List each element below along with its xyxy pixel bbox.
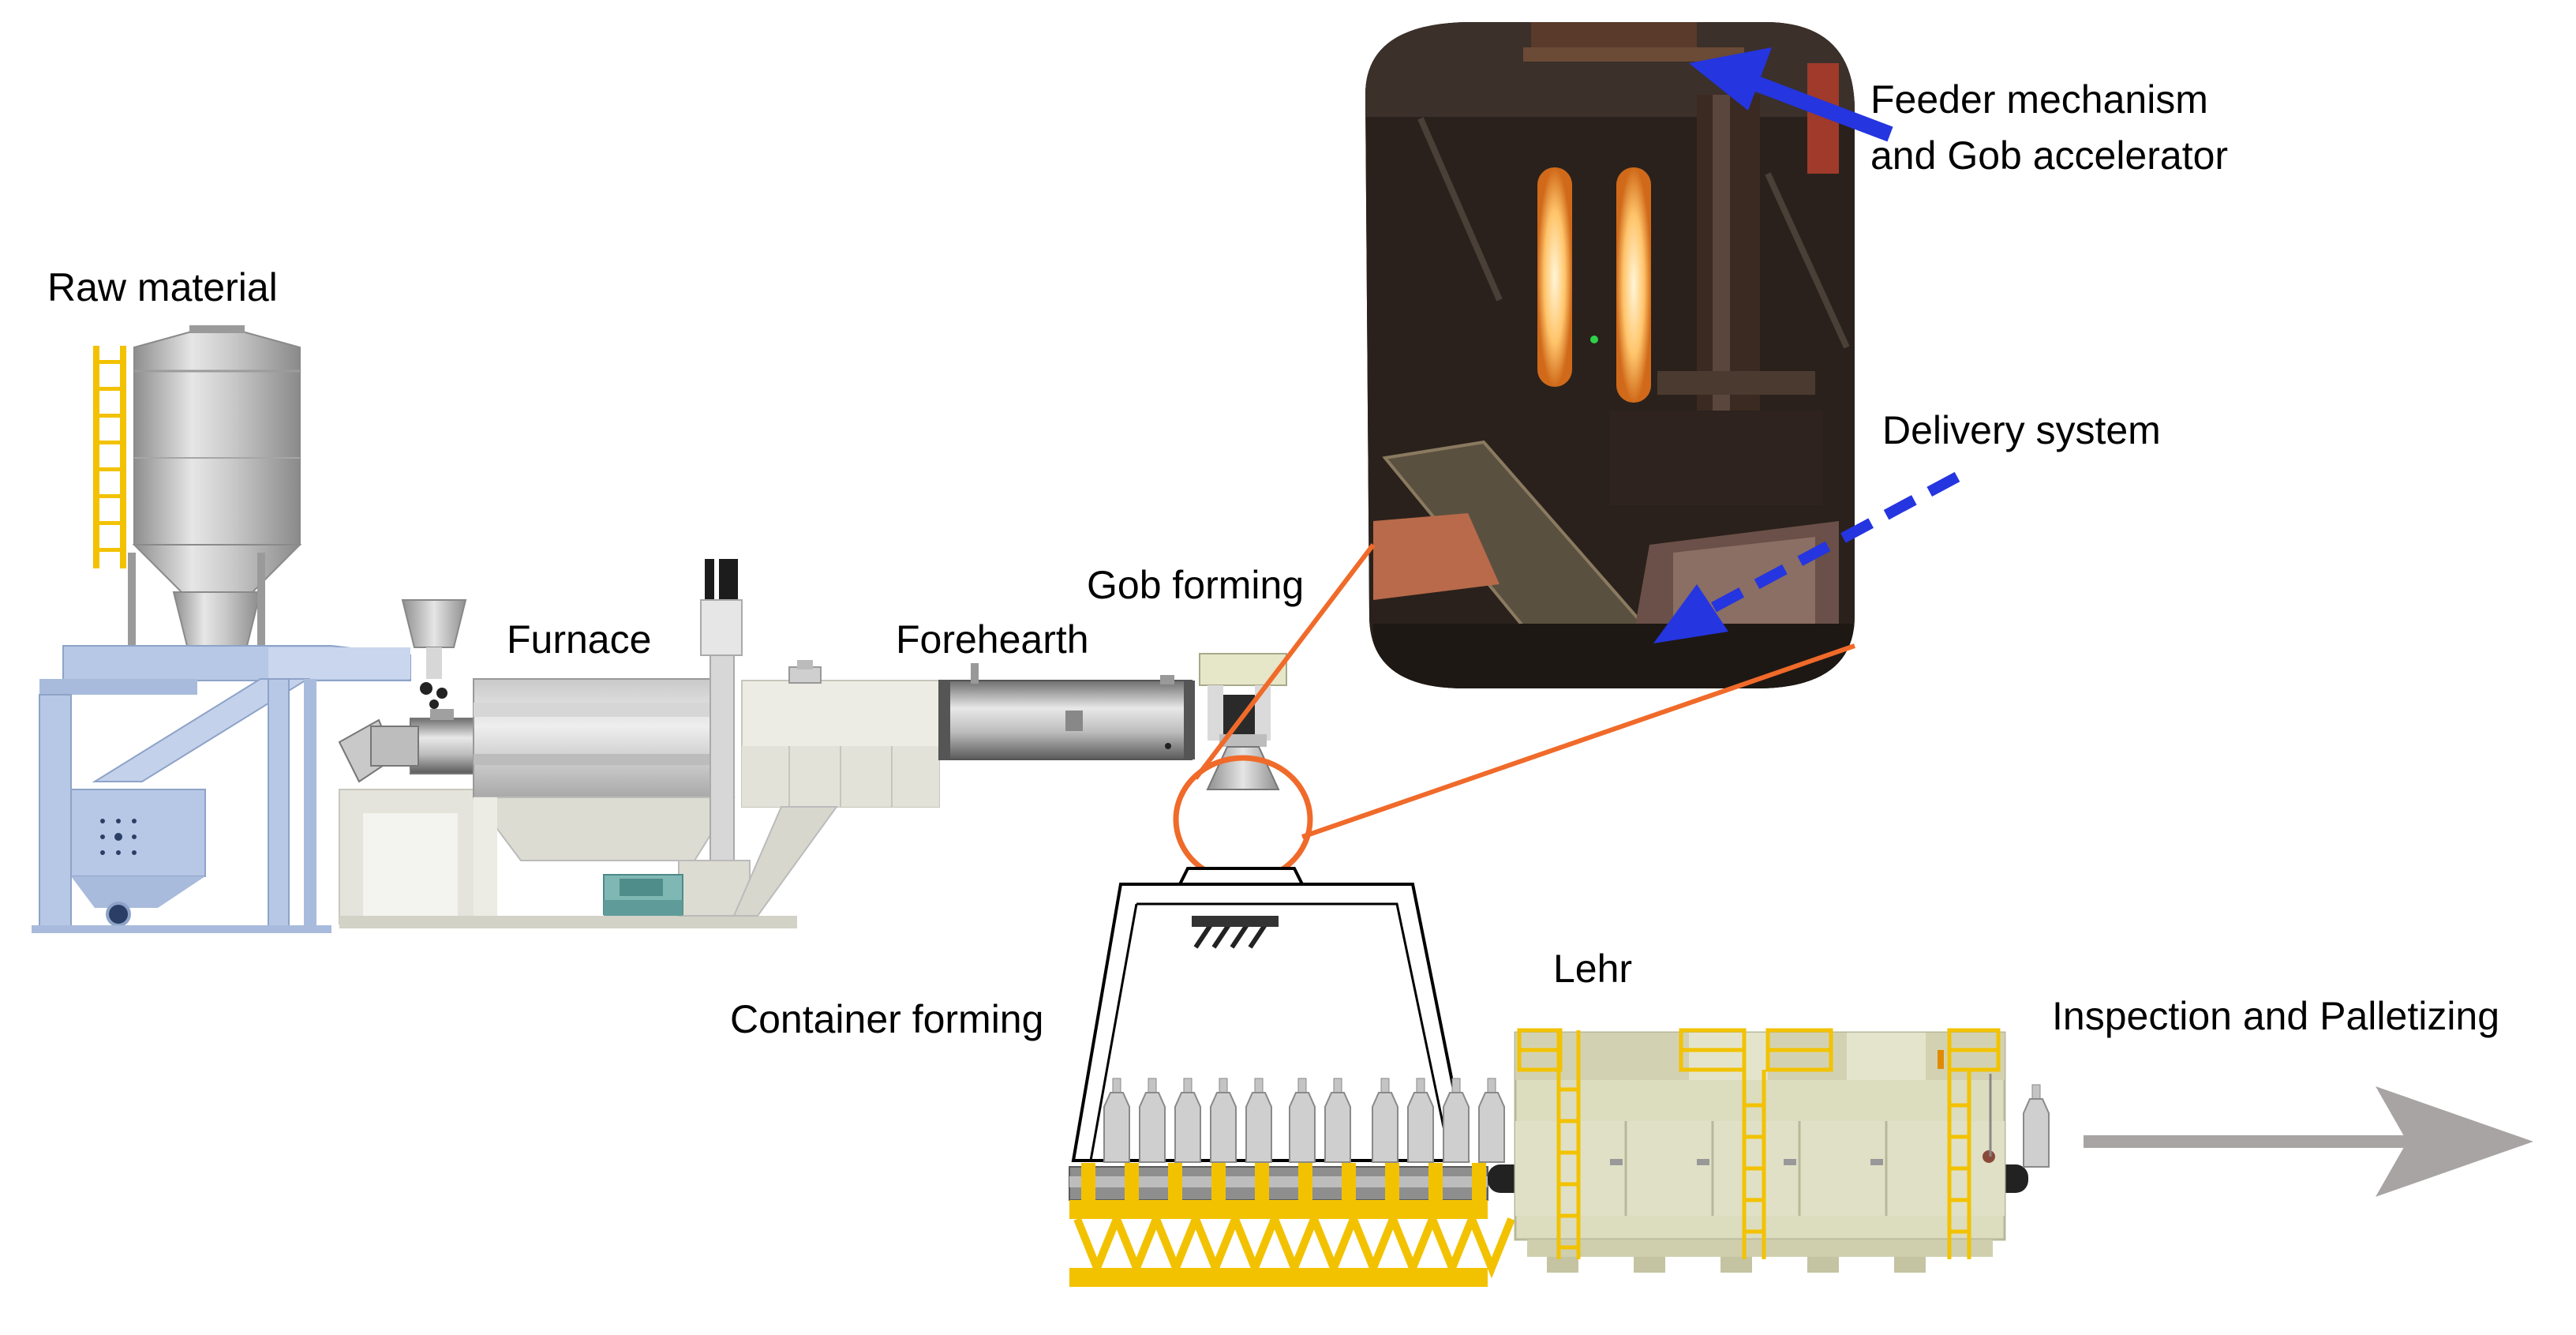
gob-distributor-chutes [1193,922,1268,949]
bottle-icon [1372,1078,1398,1163]
bottle-icon [1478,1078,1505,1163]
conveyor-post [1255,1163,1269,1206]
conveyor-post [1428,1163,1443,1206]
label-delivery-system: Delivery system [1882,408,2161,452]
label-gob-accelerator: and Gob accelerator [1870,133,2229,178]
right-arrow-icon [2084,1086,2533,1197]
silo-ladder [93,346,126,568]
label-gob-forming: Gob forming [1087,563,1305,607]
label-furnace: Furnace [507,617,652,662]
bottle-icon [1103,1078,1130,1163]
lehr [1488,1028,2028,1273]
conveyor-post [1472,1163,1486,1206]
batch-feeder-frame [32,645,411,933]
output-bottle [2023,1084,2050,1168]
bottle-row [1103,1078,1505,1163]
conveyor-post [1081,1163,1095,1206]
label-raw-material: Raw material [47,265,278,309]
conveyor-post [1385,1163,1399,1206]
feeder-pointer-icon [1689,47,1893,142]
conveyor-post [1211,1163,1226,1206]
forming-conveyor [1069,1163,1515,1287]
label-inspection-palletizing: Inspection and Palletizing [2052,994,2500,1038]
bottle-icon [1139,1078,1166,1163]
bottle-icon [1174,1078,1201,1163]
raw-material-silo [93,325,302,656]
label-lehr: Lehr [1553,947,1633,991]
label-feeder-mechanism: Feeder mechanism [1870,77,2208,122]
feeder-photo-inset [1365,22,1855,688]
bottle-icon [1407,1078,1434,1163]
bottle-icon [1443,1078,1470,1163]
bottle-icon [1289,1078,1316,1163]
conveyor-post [1298,1163,1312,1206]
bottle-icon [1245,1078,1272,1163]
bottle-icon [1324,1078,1351,1163]
lehr-ladders [1517,1028,2001,1259]
conveyor-post [1168,1163,1182,1206]
label-forehearth: Forehearth [896,617,1089,662]
conveyor-truss [1073,1217,1515,1279]
furnace [338,559,797,928]
zoom-callout [1173,543,1855,884]
conveyor-post [1342,1163,1356,1206]
forehearth [732,660,1195,917]
label-container-forming: Container forming [730,997,1044,1041]
bottle-icon [1210,1078,1237,1163]
dashed-arrow-icon [1653,471,1960,643]
conveyor-post [1125,1163,1139,1206]
